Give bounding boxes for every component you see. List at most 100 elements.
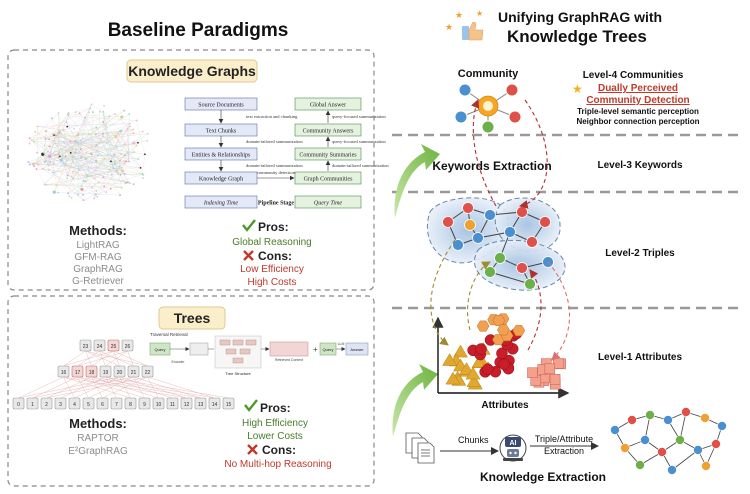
graph-node	[105, 141, 108, 144]
graph-edge	[47, 129, 134, 165]
graph-edge	[63, 129, 76, 142]
graph-node	[97, 181, 100, 184]
attribute-triangle	[453, 344, 468, 358]
trees-panel	[7, 295, 375, 487]
attribute-square	[549, 374, 561, 385]
graph-edge	[43, 131, 47, 153]
trees-cons-item: No Multi-hop Reasoning	[224, 459, 331, 470]
attribute-triangle	[465, 366, 481, 380]
graph-edge	[72, 136, 104, 179]
pipeline-edge: community detection	[257, 170, 296, 175]
graph-node	[75, 148, 77, 151]
graph-node	[117, 132, 120, 135]
graph-node	[69, 140, 72, 143]
pipeline-node: Text Chunks	[206, 129, 237, 135]
output-edge	[671, 449, 699, 471]
graph-edge	[114, 133, 148, 156]
community-member	[505, 83, 519, 97]
tree-node-label: 22	[145, 370, 151, 376]
kg-method-item: GFM-RAG	[74, 252, 121, 263]
graph-edge	[75, 149, 122, 188]
graph-edge	[54, 152, 71, 193]
right-title-line1: Unifying GraphRAG with	[498, 9, 662, 25]
tree-node-label: 18	[89, 370, 95, 376]
graph-node	[52, 190, 56, 194]
graph-edge	[33, 160, 47, 165]
attribute-triangle	[466, 374, 482, 387]
graph-node	[52, 133, 54, 136]
community-icon	[454, 83, 522, 134]
graph-node	[48, 145, 51, 148]
graph-node	[82, 194, 84, 196]
kg-method-item: G-Retriever	[72, 276, 124, 287]
graph-node	[59, 158, 63, 162]
graph-node	[56, 132, 59, 135]
level4-highlight-line2: Community Detection	[586, 95, 689, 106]
tree-edge	[102, 376, 148, 399]
graph-edge	[121, 154, 146, 168]
graph-node	[112, 167, 115, 170]
svg-text:★: ★	[455, 10, 463, 20]
graph-node	[78, 112, 81, 115]
graph-node	[141, 172, 144, 175]
graph-node	[69, 151, 72, 154]
graph-node	[132, 132, 135, 135]
graph-node	[124, 154, 126, 157]
graph-node	[44, 138, 47, 140]
graph-edge	[57, 133, 92, 155]
graph-node	[66, 174, 69, 177]
traversal-flow: Traversal Retrieval Query Encoder Tree S…	[149, 332, 369, 376]
tree-edge	[133, 376, 145, 399]
tree-edge	[88, 376, 134, 399]
attribute-triangle	[471, 355, 487, 369]
graph-node	[42, 151, 45, 154]
output-node	[675, 435, 685, 445]
triple-node	[462, 202, 474, 214]
tree-edge	[77, 350, 128, 367]
attribute-triangle	[442, 353, 458, 366]
graph-edge	[67, 113, 122, 118]
community-hub-core	[483, 101, 493, 111]
trees-method-item: RAPTOR	[77, 433, 119, 444]
graph-node	[113, 162, 116, 165]
ai-robot-icon: AI	[499, 434, 527, 462]
graph-node	[102, 135, 105, 138]
kg-title: Knowledge Graphs	[128, 63, 256, 79]
level-connectors	[430, 98, 571, 361]
graph-node	[70, 197, 73, 199]
attribute-circle	[482, 363, 494, 375]
kg-methods-label: Methods:	[69, 223, 127, 238]
graph-node	[119, 129, 123, 133]
graph-edge	[76, 112, 90, 142]
pipeline-node: Entities & Relationships	[192, 153, 251, 159]
tree-node-label: 23	[83, 344, 89, 350]
graph-edge	[98, 182, 122, 188]
graph-node	[80, 187, 84, 191]
pipeline-footer-indexing: Indexing Time	[203, 201, 238, 207]
graph-edge	[38, 164, 84, 201]
triples-graph	[426, 197, 566, 291]
attribute-square	[527, 367, 538, 378]
kg-method-item: LightRAG	[76, 240, 120, 251]
graph-node	[80, 185, 83, 187]
tree-node-label: 8	[129, 402, 132, 408]
graph-node	[126, 128, 129, 130]
trees-title: Trees	[174, 310, 211, 326]
tree-node-label: 0	[17, 402, 20, 408]
level4-label: Level-4 Communities	[583, 70, 684, 81]
graph-edge	[44, 127, 97, 185]
graph-node	[127, 152, 129, 155]
graph-node	[89, 107, 92, 110]
graph-node	[48, 138, 50, 141]
pipeline-node: Global Answer	[310, 103, 346, 109]
kg-pros-item: Global Reasoning	[232, 237, 312, 248]
graph-edge	[67, 173, 143, 176]
graph-edge	[111, 145, 137, 175]
graph-node	[57, 191, 59, 194]
graph-node	[129, 125, 131, 128]
tree-node-label: 20	[117, 370, 123, 376]
graph-node	[128, 113, 131, 116]
graph-edge	[58, 114, 130, 158]
graph-edge	[86, 158, 91, 177]
